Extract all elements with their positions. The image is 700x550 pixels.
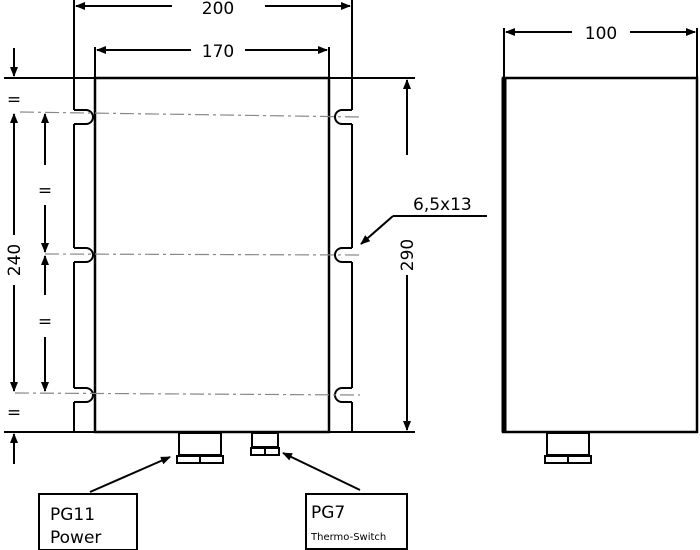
pg7-connector xyxy=(250,432,280,456)
enclosure-body xyxy=(93,76,331,434)
svg-text:=: = xyxy=(7,403,21,423)
svg-text:=: = xyxy=(38,181,52,201)
dim-equal-spacing: = = = = xyxy=(7,48,52,464)
slot-icon xyxy=(74,109,94,125)
svg-text:PG11: PG11 xyxy=(50,505,95,525)
svg-text:170: 170 xyxy=(202,42,234,62)
dim-width-outer: 200 xyxy=(73,0,353,78)
svg-text:100: 100 xyxy=(585,24,617,44)
svg-text:290: 290 xyxy=(398,239,418,271)
centerlines xyxy=(14,111,361,396)
pg7-callout: PG7 Thermo-Switch xyxy=(282,452,408,550)
dim-height: 290 xyxy=(398,79,418,431)
svg-text:6,5x13: 6,5x13 xyxy=(413,195,472,215)
pg11-callout: PG11 Power xyxy=(38,456,171,550)
svg-text:240: 240 xyxy=(5,244,25,276)
svg-text:PG7: PG7 xyxy=(311,503,345,523)
slot-callout: 6,5x13 xyxy=(360,195,487,245)
svg-text:Power: Power xyxy=(50,528,101,548)
side-view: 100 xyxy=(501,24,699,464)
front-view xyxy=(4,76,415,464)
dim-hole-spacing: 240 xyxy=(5,113,25,392)
pg11-connector xyxy=(176,432,224,464)
svg-text:Thermo-Switch: Thermo-Switch xyxy=(310,532,386,543)
svg-text:=: = xyxy=(7,90,21,110)
dim-width-inner: 170 xyxy=(94,42,330,78)
svg-text:=: = xyxy=(38,312,52,332)
svg-text:200: 200 xyxy=(202,0,234,19)
side-connector xyxy=(544,432,592,464)
